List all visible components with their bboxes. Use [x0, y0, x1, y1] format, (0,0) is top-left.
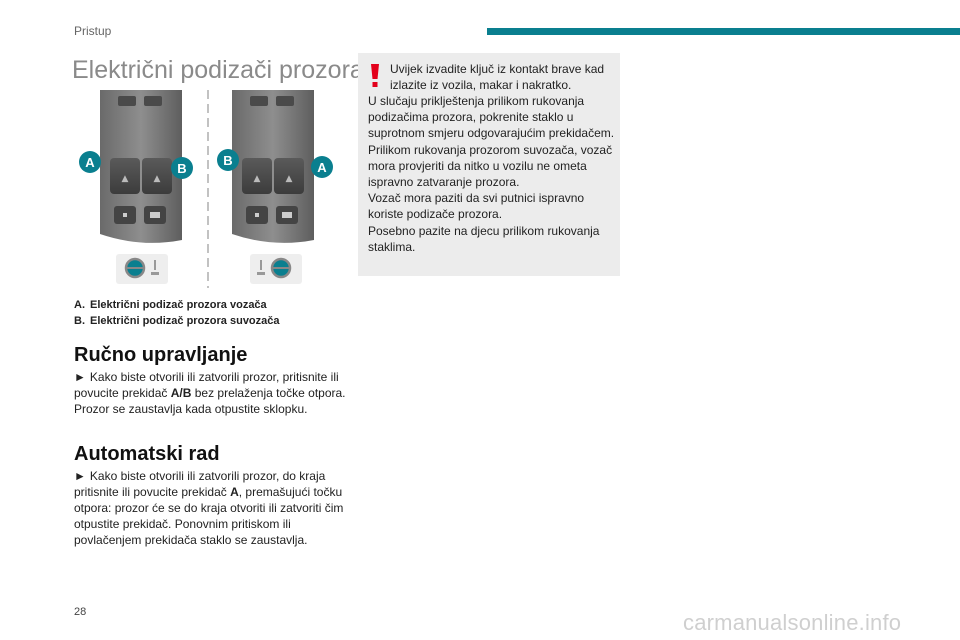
badge-b-text: B: [177, 161, 186, 176]
label-a-passenger-badge: A: [311, 156, 333, 178]
arrow-right-icon: ►: [74, 370, 86, 384]
warning-paragraph: U slučaju priklještenja prilikom rukovan…: [368, 94, 615, 141]
label-b-driver-badge: B: [171, 157, 193, 179]
steering-wheel-icon-left: [116, 254, 168, 284]
warning-paragraph: Vozač mora paziti da svi putnici ispravn…: [368, 191, 585, 222]
window-switch-illustration: ▲ ▲ ▲ ▲ A B: [74, 88, 342, 290]
driver-switch-panel: ▲ ▲: [100, 90, 182, 243]
svg-text:▲: ▲: [122, 174, 129, 184]
badge-a-text: A: [85, 155, 95, 170]
watermark-text: carmanualsonline.info: [683, 610, 902, 635]
warning-body: U slučaju priklještenja prilikom rukovan…: [368, 93, 618, 255]
label-b-passenger-badge: B: [217, 149, 239, 171]
header-accent-bar: [487, 28, 960, 35]
svg-text:▲: ▲: [154, 174, 161, 184]
arrow-right-icon: ►: [74, 469, 86, 483]
warning-paragraph: Prilikom rukovanja prozorom suvozača, vo…: [368, 142, 613, 190]
heading-automatic-operation: Automatski rad: [74, 443, 220, 465]
svg-text:▲: ▲: [286, 174, 293, 184]
page-number: 28: [74, 606, 87, 618]
warning-exclamation-icon: [371, 64, 379, 87]
passenger-switch-panel: ▲ ▲: [232, 90, 314, 243]
figure-legend: A.Električni podizač prozora vozača B.El…: [74, 297, 280, 329]
legend-item-b: B.Električni podizač prozora suvozača: [74, 315, 280, 327]
badge-b-text: B: [223, 153, 232, 168]
label-a-driver-badge: A: [79, 151, 101, 173]
warning-box: Uvijek izvadite ključ iz kontakt brave k…: [358, 53, 620, 276]
section-label: Pristup: [74, 24, 112, 38]
svg-text:▲: ▲: [254, 174, 261, 184]
steering-wheel-icon-right: [250, 254, 302, 284]
warning-intro-text: Uvijek izvadite ključ iz kontakt brave k…: [390, 62, 605, 92]
legend-item-a: A.Električni podizač prozora vozača: [74, 299, 267, 311]
warning-paragraph: Posebno pazite na djecu prilikom rukovan…: [368, 223, 600, 254]
page-title: Električni podizači prozora: [72, 56, 364, 84]
badge-a-text: A: [317, 160, 327, 175]
heading-manual-operation: Ručno upravljanje: [74, 344, 248, 366]
manual-operation-text: ►Kako biste otvorili ili zatvorili prozo…: [74, 370, 346, 416]
automatic-operation-text: ►Kako biste otvorili ili zatvorili prozo…: [74, 469, 344, 547]
